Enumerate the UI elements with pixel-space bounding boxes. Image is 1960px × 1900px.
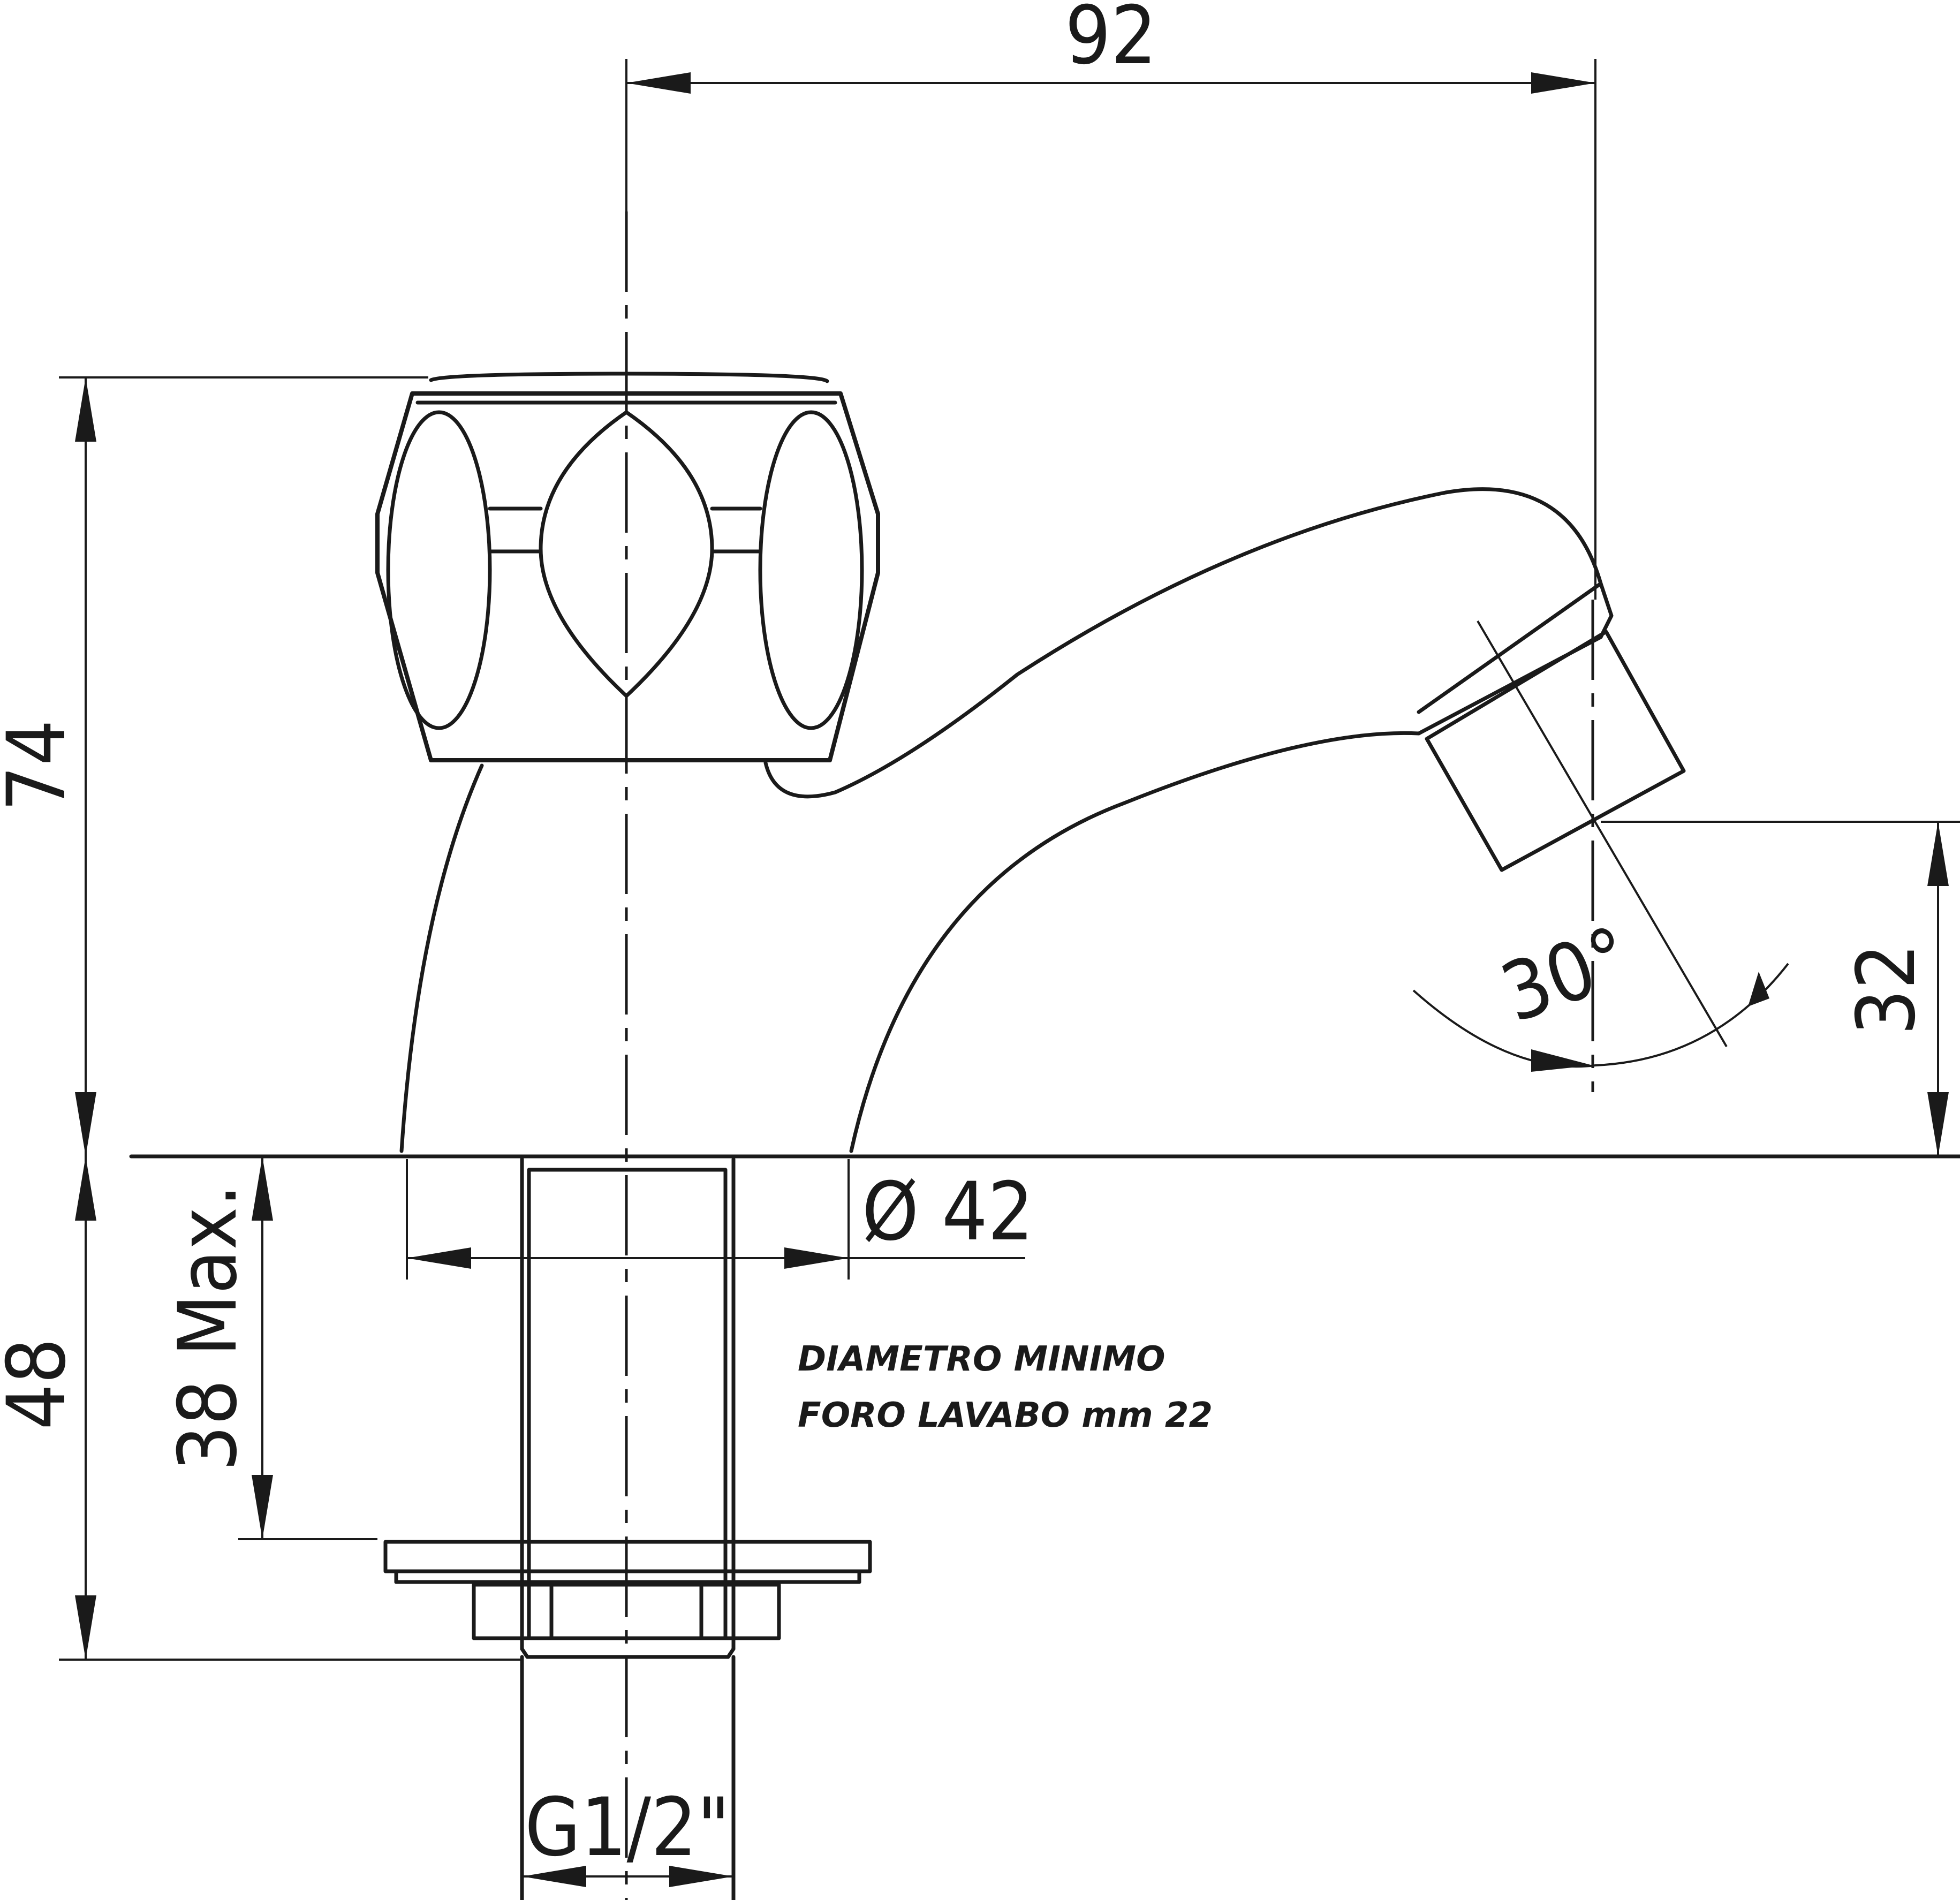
dim-shank-length-label: 48 [0,1338,84,1430]
body-spout-junction [763,487,1603,799]
arrow-head [252,1475,273,1539]
installation-note: DIAMETRO MINIMO FORO LAVABO mm 22 [798,1339,1213,1435]
arrow-head [626,72,691,94]
note-line-1: DIAMETRO MINIMO [798,1339,1165,1379]
arrow-head [252,1156,273,1221]
dim-shank-length: 48 [0,1156,522,1661]
dim-spout-height-label: 32 [1840,943,1933,1035]
spout-axis-line [1477,620,1728,1048]
arrow-head [1748,972,1769,1006]
arrow-head [75,1092,96,1156]
aerator-collar [1417,581,1614,736]
arrow-head [407,1247,471,1269]
faucet-outline [375,372,1686,1153]
arrow-head [669,1866,733,1887]
dim-max-thickness-label: 38 Max. [162,1184,255,1471]
arrow-head [75,1156,96,1221]
aerator [1425,630,1686,872]
arrow-head [784,1247,849,1269]
dim-height: 74 [0,376,428,1156]
arrow-head [75,377,96,442]
arrow-head [1531,1049,1593,1072]
dim-reach: 92 [625,0,1596,600]
dim-spout-height: 32 [1601,821,1960,1156]
dim-base-diameter-label: Ø 42 [862,1165,1034,1259]
dim-angle: 30° [1412,620,1789,1072]
body-left-profile [399,763,484,1153]
shank-inner [527,1168,728,1640]
dim-thread: G1/2" [522,1781,733,1887]
dim-thread-label: G1/2" [525,1781,730,1874]
handle-lobe-right [758,410,864,730]
dim-angle-label: 30° [1490,910,1642,1041]
handle-lobe-left [386,410,492,730]
arrow-head [1531,72,1595,94]
dim-base-diameter: Ø 42 [406,1159,1034,1280]
arrow-head [1927,822,1949,886]
dim-reach-label: 92 [1065,0,1157,82]
handle-top-cap [429,372,829,383]
arrow-head [75,1595,96,1660]
arrow-head [1927,1092,1949,1156]
note-line-2: FORO LAVABO mm 22 [798,1396,1213,1435]
dim-height-label: 74 [0,720,84,812]
spout-underside [849,731,1421,1153]
arrow-head [522,1866,586,1887]
shank-body [520,1157,736,1651]
dim-max-thickness: 38 Max. [162,1156,377,1540]
angle-arc [1412,963,1789,1068]
